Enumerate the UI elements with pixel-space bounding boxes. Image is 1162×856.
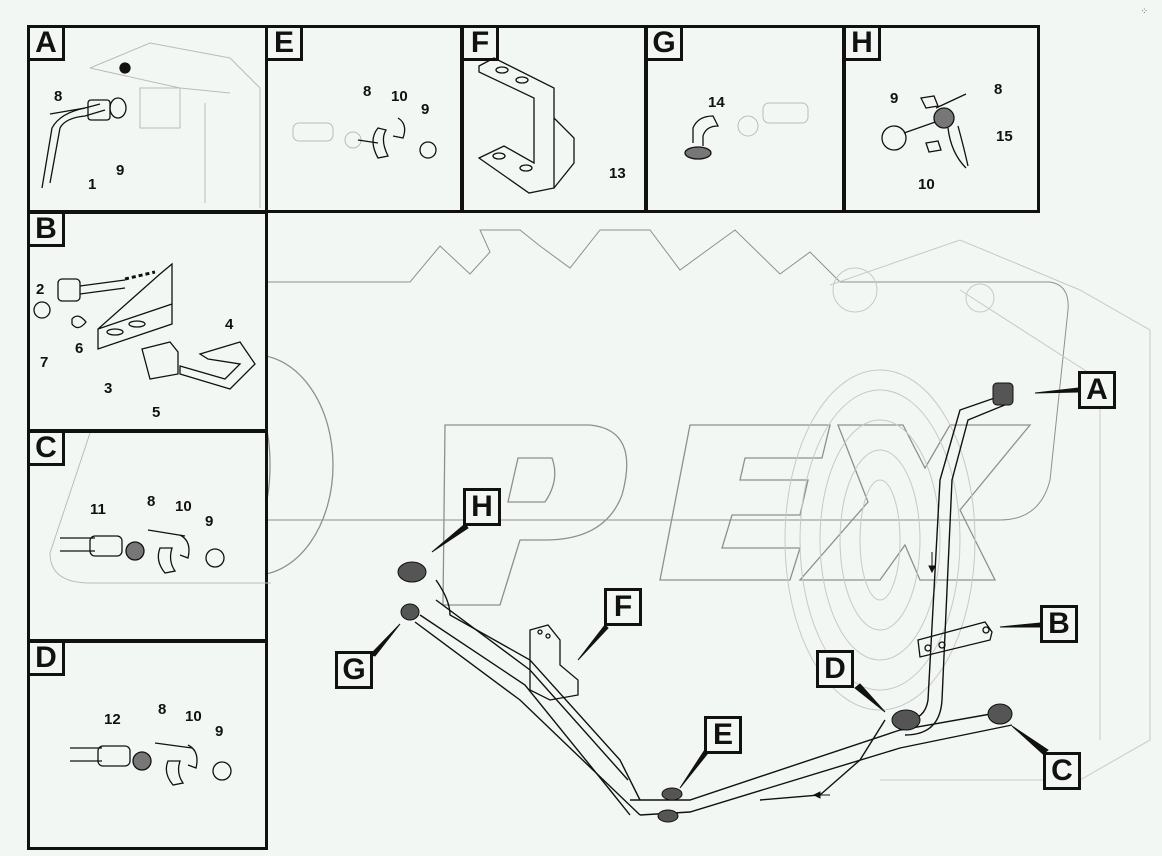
part-number: 11 xyxy=(90,501,106,518)
detail-a-drawing xyxy=(41,42,261,208)
panel-g: G 14 xyxy=(645,25,845,213)
panel-c: C 11 8 10 9 xyxy=(27,430,271,642)
part-number: 10 xyxy=(185,708,202,725)
part-number: 9 xyxy=(421,101,430,118)
part-number: 3 xyxy=(104,380,113,397)
part-number: 10 xyxy=(175,498,192,515)
panel-label: B xyxy=(27,211,65,247)
part-number: 9 xyxy=(205,513,214,530)
detail-g-drawing xyxy=(684,102,809,160)
panel-label: A xyxy=(27,25,65,61)
part-number: 9 xyxy=(116,162,125,179)
panel-f: F 13 xyxy=(461,25,647,213)
part-number: 13 xyxy=(609,165,626,182)
part-number: 5 xyxy=(152,404,161,421)
callout-a[interactable]: A xyxy=(1078,371,1116,409)
couplings xyxy=(397,382,1014,823)
part-number: 9 xyxy=(890,90,899,107)
callout-c[interactable]: C xyxy=(1043,752,1081,790)
callout-d[interactable]: D xyxy=(816,650,854,688)
watermark-logo xyxy=(176,229,1069,606)
panel-label: H xyxy=(843,25,881,61)
part-number: 10 xyxy=(918,176,935,193)
bracket-f xyxy=(529,624,579,701)
detail-d-drawing xyxy=(70,742,232,786)
bracket-b xyxy=(917,621,993,658)
corner-mark: ⁘ xyxy=(1140,6,1148,16)
panel-label: G xyxy=(645,25,683,61)
callout-g[interactable]: G xyxy=(335,651,373,689)
panel-d: D 12 8 10 9 xyxy=(27,640,268,850)
part-number: 2 xyxy=(36,281,45,298)
callout-h[interactable]: H xyxy=(463,488,501,526)
panel-label: E xyxy=(265,25,303,61)
panel-label: C xyxy=(27,430,65,466)
part-number: 8 xyxy=(147,493,156,510)
part-number: 8 xyxy=(994,81,1003,98)
part-number: 8 xyxy=(363,83,372,100)
detail-b-drawing xyxy=(33,262,256,390)
part-number: 15 xyxy=(996,128,1013,145)
flow-arrow-icons xyxy=(812,552,936,799)
panel-e: E 8 10 9 xyxy=(265,25,463,213)
part-number: 1 xyxy=(88,176,97,193)
part-number: 12 xyxy=(104,711,121,728)
callout-b[interactable]: B xyxy=(1040,605,1078,643)
callout-f[interactable]: F xyxy=(604,588,642,626)
detail-h-drawing xyxy=(881,93,969,169)
panel-h: H 9 8 15 10 xyxy=(843,25,1040,213)
radiator-ghost xyxy=(784,239,1151,781)
part-number: 7 xyxy=(40,354,49,371)
panel-label: F xyxy=(461,25,499,61)
part-number: 4 xyxy=(225,316,234,333)
part-number: 8 xyxy=(54,88,63,105)
detail-f-drawing xyxy=(477,57,575,194)
part-number: 10 xyxy=(391,88,408,105)
part-number: 9 xyxy=(215,723,224,740)
part-number: 8 xyxy=(158,701,167,718)
callout-e[interactable]: E xyxy=(704,716,742,754)
detail-e-drawing xyxy=(292,117,437,159)
panel-b: B 2 7 6 3 5 4 xyxy=(27,211,268,432)
panel-label: D xyxy=(27,640,65,676)
detail-c-drawing xyxy=(49,433,271,584)
panel-a: A 8 1 9 xyxy=(27,25,268,213)
part-number: 6 xyxy=(75,340,84,357)
callout-leaders xyxy=(369,387,1079,789)
part-number: 14 xyxy=(708,94,725,111)
